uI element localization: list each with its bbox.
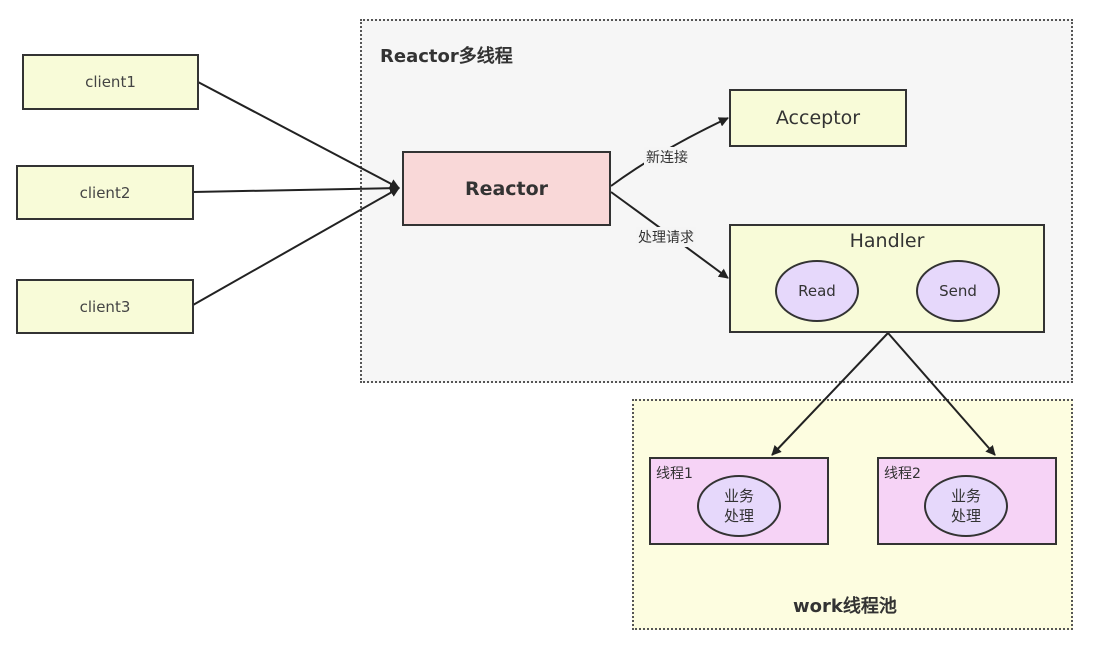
client3-node: client3	[16, 279, 194, 334]
handler-node: Handler	[729, 224, 1045, 333]
acceptor-node: Acceptor	[729, 89, 907, 147]
edge-handler-thread1	[771, 332, 889, 456]
edge-client1-reactor	[197, 81, 400, 189]
edge-client3-reactor	[192, 187, 400, 306]
thread2-task-node: 业务 处理	[924, 475, 1008, 537]
edge-handler-thread2	[887, 332, 996, 456]
send-node: Send	[916, 260, 1000, 322]
thread1-task-node: 业务 处理	[697, 475, 781, 537]
reactor-node: Reactor	[402, 151, 611, 226]
client1-node: client1	[22, 54, 199, 110]
reactor-group-title: Reactor多线程	[380, 46, 513, 67]
client2-node: client2	[16, 165, 194, 220]
thread1-label: 线程1	[656, 466, 693, 482]
edge-label-handle-request: 处理请求	[636, 227, 696, 247]
edge-label-new-connection: 新连接	[644, 147, 690, 167]
edge-client2-reactor	[192, 183, 400, 194]
handler-title: Handler	[849, 230, 925, 252]
work-thread-pool-title: work线程池	[793, 596, 897, 617]
read-node: Read	[775, 260, 859, 322]
thread2-label: 线程2	[884, 466, 921, 482]
